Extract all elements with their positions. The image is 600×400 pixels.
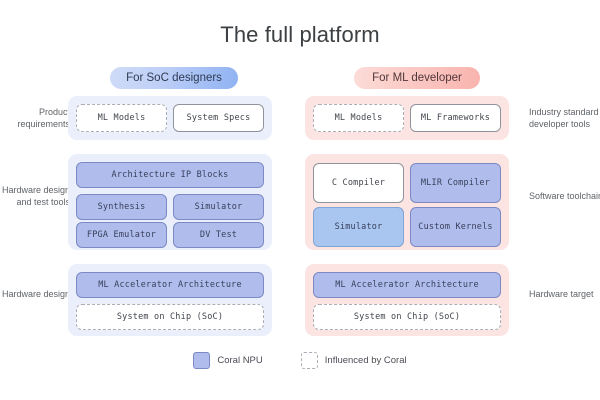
row-label-right-industry-standard: Industry standard developer tools <box>529 107 599 129</box>
box-c-compiler[interactable]: C Compiler <box>313 163 404 203</box>
box-ml-models[interactable]: ML Models <box>313 104 404 132</box>
row-label-left-hardware-design-test: Hardware design and test tools <box>1 185 70 207</box>
box-fpga-emulator[interactable]: FPGA Emulator <box>76 222 167 248</box>
box-system-on-chip[interactable]: System on Chip (SoC) <box>76 304 264 330</box>
box-mlir-compiler[interactable]: MLIR Compiler <box>410 163 501 203</box>
panel-left-hardware-design: ML Accelerator Architecture System on Ch… <box>68 264 272 336</box>
panel-right-hardware-target: ML Accelerator Architecture System on Ch… <box>305 264 509 336</box>
row-label-left-product-requirements: Product requirements <box>17 107 70 129</box>
legend-item-coral-npu: Coral NPU <box>193 352 263 369</box>
legend-item-influenced-by-coral: Influenced by Coral <box>300 352 407 369</box>
box-synthesis[interactable]: Synthesis <box>76 194 167 220</box>
panel-left-product-requirements: ML Models System Specs <box>68 96 272 140</box>
box-custom-kernels[interactable]: Custom Kernels <box>410 207 501 247</box>
row-label-right-hardware-target: Hardware target <box>529 289 594 299</box>
box-dv-test[interactable]: DV Test <box>173 222 264 248</box>
box-ml-accelerator-architecture[interactable]: ML Accelerator Architecture <box>76 272 264 298</box>
legend-label-influenced-by-coral: Influenced by Coral <box>324 355 407 366</box>
npu-swatch-icon <box>193 352 211 369</box>
legend: Coral NPU Influenced by Coral <box>0 352 600 369</box>
audience-pill-soc-designers: For SoC designers <box>110 67 238 89</box>
box-simulator[interactable]: Simulator <box>173 194 264 220</box>
box-simulator[interactable]: Simulator <box>313 207 404 247</box>
box-ml-models[interactable]: ML Models <box>76 104 167 132</box>
box-architecture-ip-blocks[interactable]: Architecture IP Blocks <box>76 162 264 188</box>
box-ml-frameworks[interactable]: ML Frameworks <box>410 104 501 132</box>
box-ml-accelerator-architecture[interactable]: ML Accelerator Architecture <box>313 272 501 298</box>
page-title: The full platform <box>220 22 380 47</box>
panel-right-industry-standard-tools: ML Models ML Frameworks <box>305 96 509 140</box>
dashed-swatch-icon <box>300 352 318 369</box>
row-label-right-software-toolchain: Software toolchain <box>529 191 600 201</box>
audience-pill-ml-developer: For ML developer <box>354 67 480 89</box>
box-system-specs[interactable]: System Specs <box>173 104 264 132</box>
box-system-on-chip[interactable]: System on Chip (SoC) <box>313 304 501 330</box>
legend-label-coral-npu: Coral NPU <box>217 355 263 366</box>
panel-right-software-toolchain: C Compiler MLIR Compiler Simulator Custo… <box>305 154 509 250</box>
row-label-left-hardware-design: Hardware design <box>1 289 70 299</box>
panel-left-hardware-design-test-tools: Architecture IP Blocks Synthesis Simulat… <box>68 154 272 250</box>
